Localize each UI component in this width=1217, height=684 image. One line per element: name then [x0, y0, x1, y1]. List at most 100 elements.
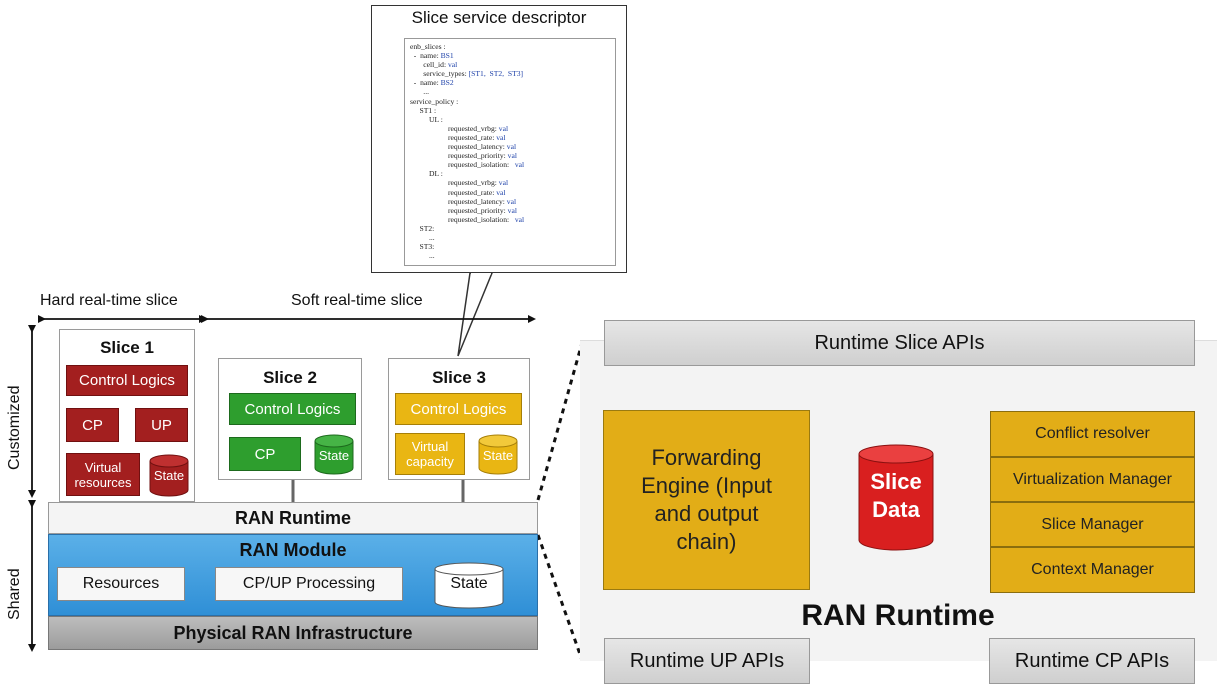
code-line: ST3: [410, 242, 610, 251]
code-line: requested_isolation: val [410, 160, 610, 169]
code-key: ST2: [410, 223, 435, 233]
code-key: service_policy : [410, 96, 459, 106]
code-value: val [498, 178, 509, 188]
shared-label: Shared [6, 568, 23, 620]
slice-2-state-db-icon [314, 434, 354, 475]
code-value: val [514, 214, 525, 224]
code-value: val [514, 160, 525, 170]
slice-2-state: State [318, 448, 350, 463]
code-line: ... [410, 87, 610, 96]
code-key: - name: [410, 78, 441, 88]
runtime-slice-apis: Runtime Slice APIs [604, 320, 1195, 366]
code-line: requested_latency: val [410, 142, 610, 151]
code-key: requested_isolation: [410, 214, 515, 224]
code-key: requested_isolation: [410, 160, 515, 170]
code-line: requested_rate: val [410, 133, 610, 142]
ran-module-title: RAN Module [239, 540, 347, 560]
code-line: ST1 : [410, 106, 610, 115]
code-value: val [496, 132, 506, 142]
code-line: requested_isolation: val [410, 215, 610, 224]
code-value: val [507, 205, 517, 215]
slice-3-state: State [482, 448, 514, 463]
code-key: UL : [410, 114, 443, 124]
slice-1-state-db-icon [149, 454, 189, 497]
code-value: val [447, 60, 458, 70]
slice-3-state-db-icon [478, 434, 518, 475]
slice-1-control-logics: Control Logics [66, 365, 188, 396]
slice-2-control-logics: Control Logics [229, 393, 356, 425]
code-value: val [507, 151, 517, 161]
code-key: - name: [410, 51, 441, 61]
cp-up-processing-box: CP/UP Processing [215, 567, 403, 601]
code-line: DL : [410, 169, 610, 178]
runtime-up-apis: Runtime UP APIs [604, 638, 810, 684]
hard-rt-label: Hard real-time slice [40, 292, 178, 309]
code-key: requested_rate: [410, 132, 497, 142]
code-line: enb_slices : [410, 42, 610, 51]
code-key: cell_id: [410, 60, 448, 70]
descriptor-title: Slice service descriptor [411, 8, 587, 27]
code-line: requested_priority: val [410, 206, 610, 215]
shared-state-db-icon [434, 562, 504, 609]
code-line: ... [410, 251, 610, 260]
slice-data-db-icon [858, 444, 934, 551]
code-key: requested_rate: [410, 187, 497, 197]
slice-3: Slice 3 Control Logics Virtual capacity … [388, 358, 530, 480]
code-key: ST1 : [410, 105, 437, 115]
slice-2-title: Slice 2 [263, 368, 317, 387]
code-value: BS2 [440, 78, 454, 88]
code-key: requested_latency: [410, 142, 507, 152]
ran-runtime-title: RAN Runtime [801, 599, 995, 632]
code-key: ST3: [410, 242, 435, 252]
context-manager: Context Manager [990, 547, 1195, 593]
code-line: service_policy : [410, 97, 610, 106]
customized-label: Customized [6, 385, 23, 470]
code-key: ... [410, 251, 435, 261]
forwarding-engine-label: Forwarding Engine (Input and output chai… [641, 445, 772, 554]
code-key: requested_latency: [410, 196, 507, 206]
code-line: requested_priority: val [410, 151, 610, 160]
slice-2-cp: CP [229, 437, 301, 471]
code-line: requested_vrbg: val [410, 124, 610, 133]
ran-runtime-bar: RAN Runtime [48, 502, 538, 534]
descriptor-code: enb_slices : - name: BS1 cell_id: val se… [404, 38, 616, 266]
code-line: requested_rate: val [410, 188, 610, 197]
code-key: service_types: [410, 69, 469, 79]
zoom-line-bottom [536, 534, 584, 661]
code-value: BS1 [440, 51, 454, 61]
conflict-resolver: Conflict resolver [990, 411, 1195, 457]
code-line: - name: BS2 [410, 78, 610, 87]
slice-manager: Slice Manager [990, 502, 1195, 547]
slice-3-control-logics: Control Logics [395, 393, 522, 425]
slice-2: Slice 2 Control Logics CP State [218, 358, 362, 480]
code-key: ... [410, 87, 429, 97]
code-line: requested_vrbg: val [410, 178, 610, 187]
code-key: enb_slices : [410, 42, 446, 51]
code-value: [ST1, ST2, ST3] [468, 69, 524, 79]
slice-1-up: UP [135, 408, 188, 442]
code-key: requested_priority: [410, 205, 508, 215]
slice-1-title: Slice 1 [100, 338, 154, 357]
code-line: service_types: [ST1, ST2, ST3] [410, 69, 610, 78]
code-value: val [498, 123, 509, 133]
slice-1: Slice 1 Control Logics CP UP Virtual res… [59, 329, 195, 502]
runtime-cp-apis: Runtime CP APIs [989, 638, 1195, 684]
code-key: ... [410, 232, 435, 242]
code-line: cell_id: val [410, 60, 610, 69]
code-key: requested_priority: [410, 151, 508, 161]
ran-module: RAN Module Resources CP/UP Processing St… [48, 534, 538, 616]
slice-3-title: Slice 3 [432, 368, 486, 387]
code-value: val [506, 196, 517, 206]
virtualization-manager: Virtualization Manager [990, 457, 1195, 502]
code-line: - name: BS1 [410, 51, 610, 60]
code-key: requested_vrbg: [410, 178, 499, 188]
callout-pointer [457, 272, 494, 357]
code-value: val [496, 187, 506, 197]
slice-1-cp: CP [66, 408, 119, 442]
code-line: UL : [410, 115, 610, 124]
code-key: DL : [410, 169, 443, 179]
code-line: ... [410, 233, 610, 242]
slice-1-state: State [153, 468, 185, 483]
code-line: ST2: [410, 224, 610, 233]
resources-box: Resources [57, 567, 185, 601]
